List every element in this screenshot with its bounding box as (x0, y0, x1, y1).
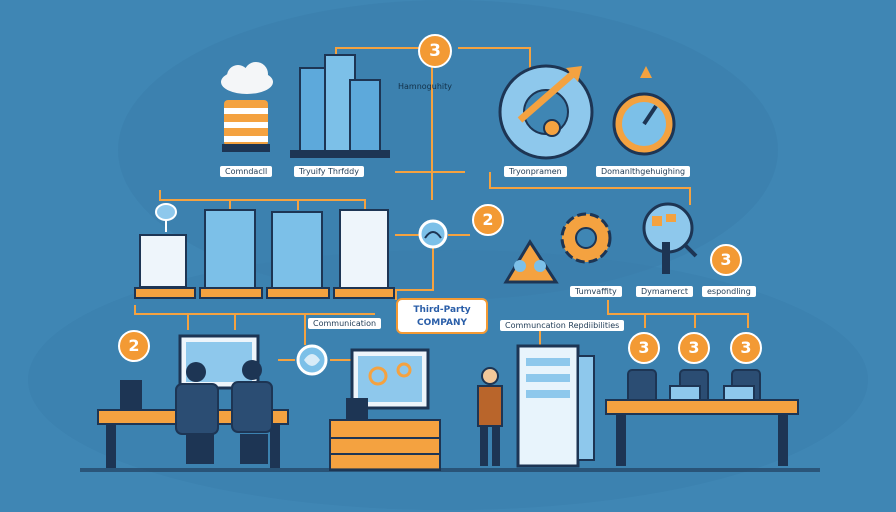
cycle-arrows-icon (498, 64, 594, 160)
floor-line (80, 468, 820, 472)
badge-row-c: 3 (730, 332, 762, 364)
hub-icon (418, 219, 448, 249)
gear-icon (560, 212, 612, 264)
badge-top: 3 (418, 34, 452, 68)
label-homogeneity: Hamnoguhity (398, 82, 452, 91)
left-office-scene (97, 334, 289, 468)
badge-mid: 2 (472, 204, 504, 236)
skyscraper-icon (290, 54, 390, 158)
balloon-icon (155, 203, 177, 232)
label-tumvaffity: Tumvaffity (570, 286, 622, 297)
label-communication: Communication (308, 318, 382, 329)
label-espondling: espondling (702, 286, 756, 297)
meeting-table-scene (605, 369, 799, 466)
connector-lines (134, 47, 749, 361)
label-commodity: Comndacll (220, 166, 273, 177)
third-party-line2: COMPANY (417, 318, 467, 328)
gauge-icon (612, 66, 676, 156)
third-party-line1: Third-Party (413, 305, 471, 315)
monitor-desk-scene (329, 348, 441, 471)
label-tryuify: Tryuify Thrfddy (294, 166, 364, 177)
presenter-scene (477, 344, 595, 468)
badge-row-a: 3 (628, 332, 660, 364)
third-party-company-label: Third-Party COMPANY (396, 298, 488, 334)
label-tryonpramen: Tryonpramen (504, 166, 567, 177)
label-domaining: Domanlthgehuighing (596, 166, 691, 177)
globe-node-icon (296, 344, 328, 376)
server-towers (134, 209, 395, 299)
badge-right-mid: 3 (710, 244, 742, 276)
label-dynamerct: Dymamerct (636, 286, 693, 297)
cloud-database-icon (221, 62, 273, 152)
analytics-magnifier-icon (642, 202, 698, 274)
label-communication-responsibilities: Communcation Repdiibilities (500, 320, 625, 331)
badge-row-b: 3 (678, 332, 710, 364)
badge-left-low: 2 (118, 330, 150, 362)
team-pyramid-icon (503, 239, 559, 284)
